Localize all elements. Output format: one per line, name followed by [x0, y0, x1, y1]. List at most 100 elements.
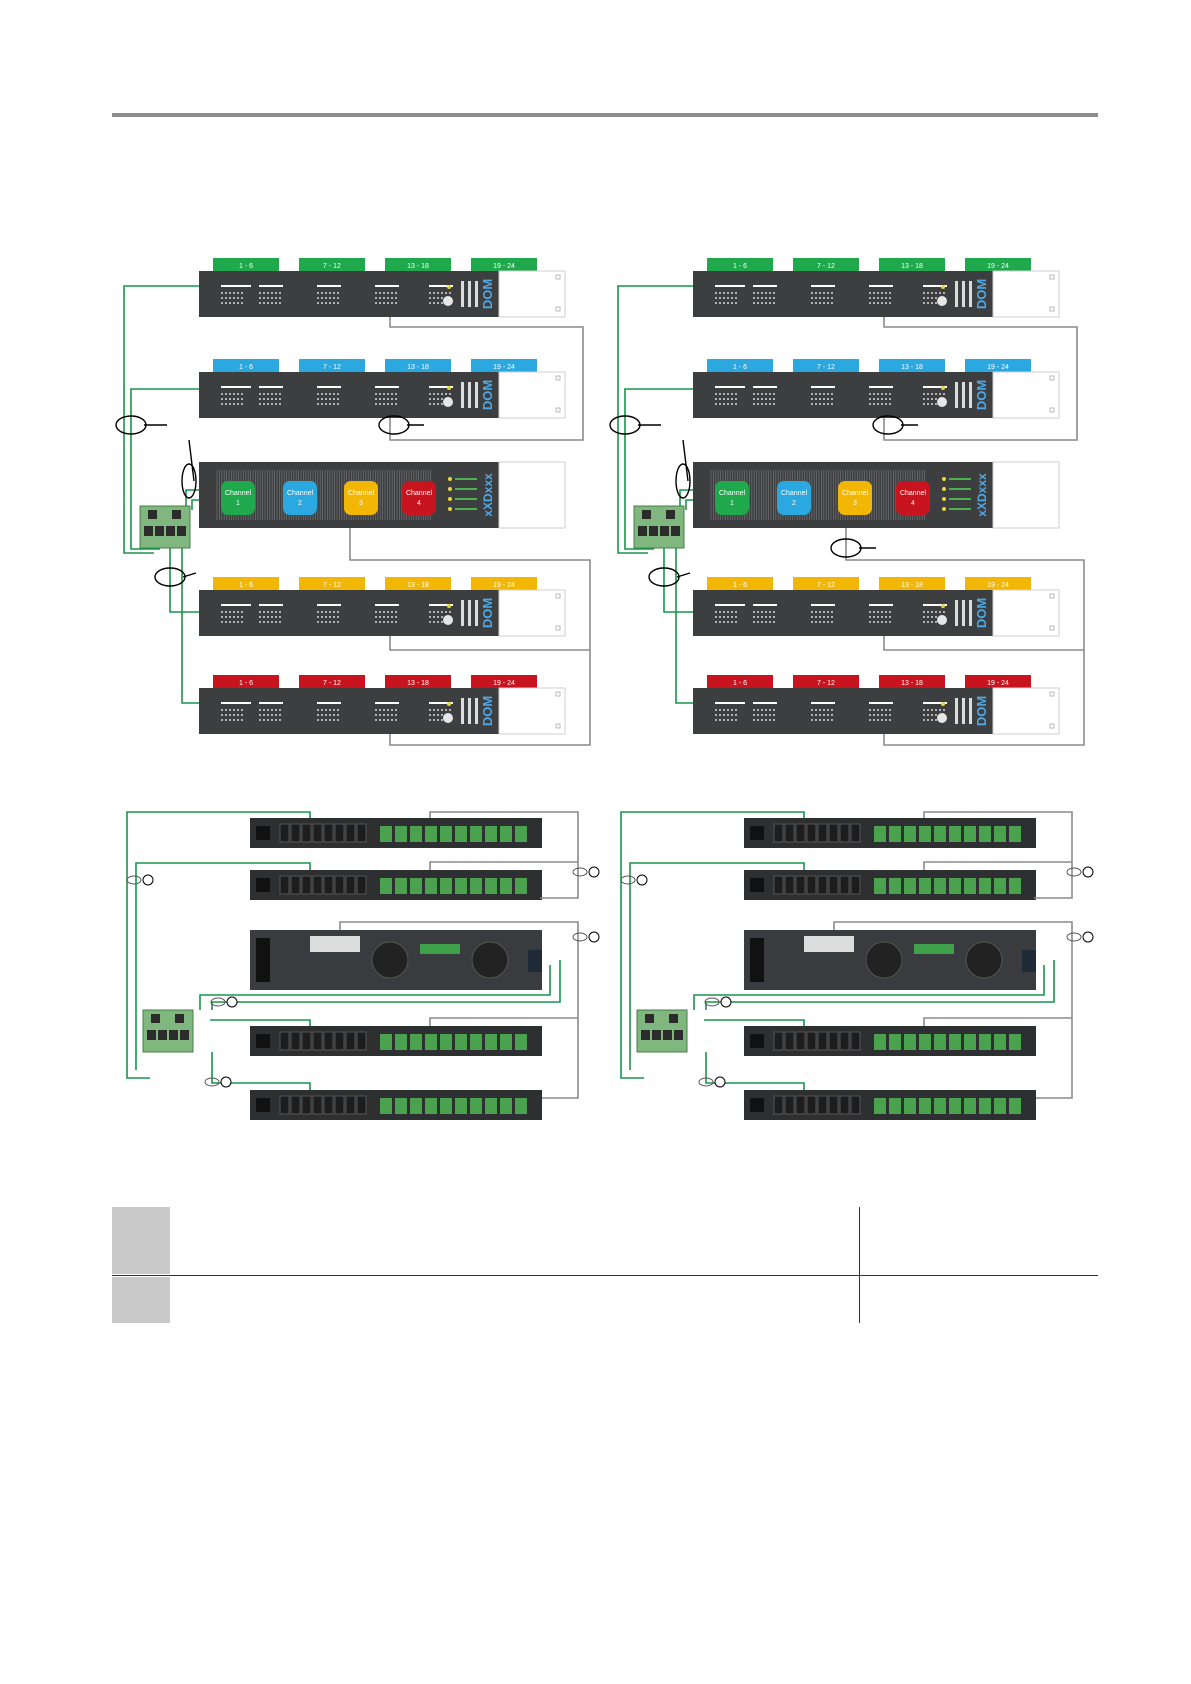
rear-amplifier-3: [744, 930, 1036, 990]
terminal-block: [455, 826, 467, 842]
cable-bundle-callout: [620, 875, 636, 885]
zone-label: 13 - 18: [901, 582, 923, 589]
zone-label: 19 - 24: [493, 680, 515, 687]
green-cable: [617, 285, 693, 554]
rj45-port: [169, 1030, 178, 1040]
rj45-port: [674, 1030, 683, 1040]
zone-label: 13 - 18: [901, 263, 923, 270]
zone-label: 7 - 12: [817, 263, 835, 270]
led-bar: [375, 386, 399, 388]
green-cable: [126, 811, 311, 1079]
terminal-block: [440, 1034, 452, 1050]
cable-bundle-callout: [572, 867, 588, 877]
terminal-block: [425, 826, 437, 842]
rj45-port: [155, 526, 164, 536]
green-cable: [629, 862, 805, 1070]
dom-brand-label: DOM: [974, 380, 989, 410]
rj45-port: [345, 875, 356, 895]
meter: [468, 698, 471, 724]
amp-led: [942, 477, 946, 481]
power-inlet: [750, 1098, 764, 1112]
led-bar: [715, 285, 745, 287]
terminal-block: [420, 944, 460, 954]
terminal-block: [994, 1034, 1006, 1050]
rear-dom-unit-2: [744, 870, 1036, 900]
power-inlet: [750, 938, 764, 982]
rj45-port: [652, 1030, 661, 1040]
rj45-port: [334, 1031, 345, 1051]
meter: [962, 281, 965, 307]
zone-tab: [213, 359, 279, 373]
rear-dom-unit-2: [250, 870, 542, 900]
terminal-block: [934, 826, 946, 842]
led-bar: [715, 386, 745, 388]
gray-cable: [389, 636, 590, 651]
rj45-port: [660, 526, 669, 536]
rj45-port: [839, 823, 850, 843]
rear-label-plate: [310, 936, 360, 952]
led-bar: [811, 604, 835, 606]
rack-hole: [1049, 407, 1055, 413]
fan-grille: [965, 941, 1003, 979]
rj45-port: [828, 875, 839, 895]
dom-brand-label: DOM: [974, 598, 989, 628]
terminal-block: [470, 826, 482, 842]
power-inlet: [750, 878, 764, 892]
amp-model-label: xXDxxx: [481, 473, 495, 517]
rear-dom-unit-4: [744, 1026, 1036, 1056]
terminal-block: [410, 826, 422, 842]
dom-brand-label: DOM: [480, 279, 495, 309]
rj45-port: [806, 1031, 817, 1051]
green-cable: [199, 965, 551, 1010]
cable-bundle-callout: [181, 463, 197, 499]
terminal-block: [949, 1034, 961, 1050]
zone-label: 19 - 24: [987, 263, 1009, 270]
led-bar: [221, 604, 251, 606]
terminal-block: [934, 1034, 946, 1050]
gray-cable: [339, 921, 579, 1099]
terminal-block: [500, 878, 512, 894]
dom-rack-body: [693, 271, 993, 317]
zone-label: 19 - 24: [987, 364, 1009, 371]
amp-meter: [949, 488, 971, 490]
rack-ear: [498, 270, 566, 318]
zone-tab: [793, 258, 859, 272]
terminal-block: [455, 878, 467, 894]
led-bar: [869, 386, 893, 388]
zone-tab: [965, 359, 1031, 373]
green-cable: [211, 1052, 311, 1090]
rack-ear: [992, 270, 1060, 318]
callout-leader: [682, 439, 689, 482]
zone-tab: [213, 577, 279, 591]
rack-ear: [992, 589, 1060, 637]
led-bar: [715, 702, 745, 704]
rj45-port: [817, 823, 828, 843]
terminal-block: [470, 1098, 482, 1114]
callout-marker: [636, 874, 648, 886]
table-column-divider: [859, 1207, 860, 1323]
rack-hole: [1049, 274, 1055, 280]
green-cable: [624, 388, 693, 550]
rj45-port: [773, 823, 784, 843]
zone-tab: [879, 258, 945, 272]
terminal-block: [979, 826, 991, 842]
meter: [475, 698, 478, 724]
rj45-port: [312, 823, 323, 843]
rj45-port: [817, 875, 828, 895]
terminal-block: [485, 1034, 497, 1050]
terminal-block: [949, 878, 961, 894]
rj45-port: [279, 823, 290, 843]
rj45-port: [301, 1031, 312, 1051]
terminal-block: [485, 878, 497, 894]
rj45-port: [312, 875, 323, 895]
terminal-block: [949, 1098, 961, 1114]
led-bar: [317, 386, 341, 388]
terminal-block: [485, 1098, 497, 1114]
zone-tab: [707, 359, 773, 373]
terminal-block: [889, 1034, 901, 1050]
meter: [962, 600, 965, 626]
led-bar: [221, 386, 251, 388]
zone-label: 13 - 18: [407, 263, 429, 270]
